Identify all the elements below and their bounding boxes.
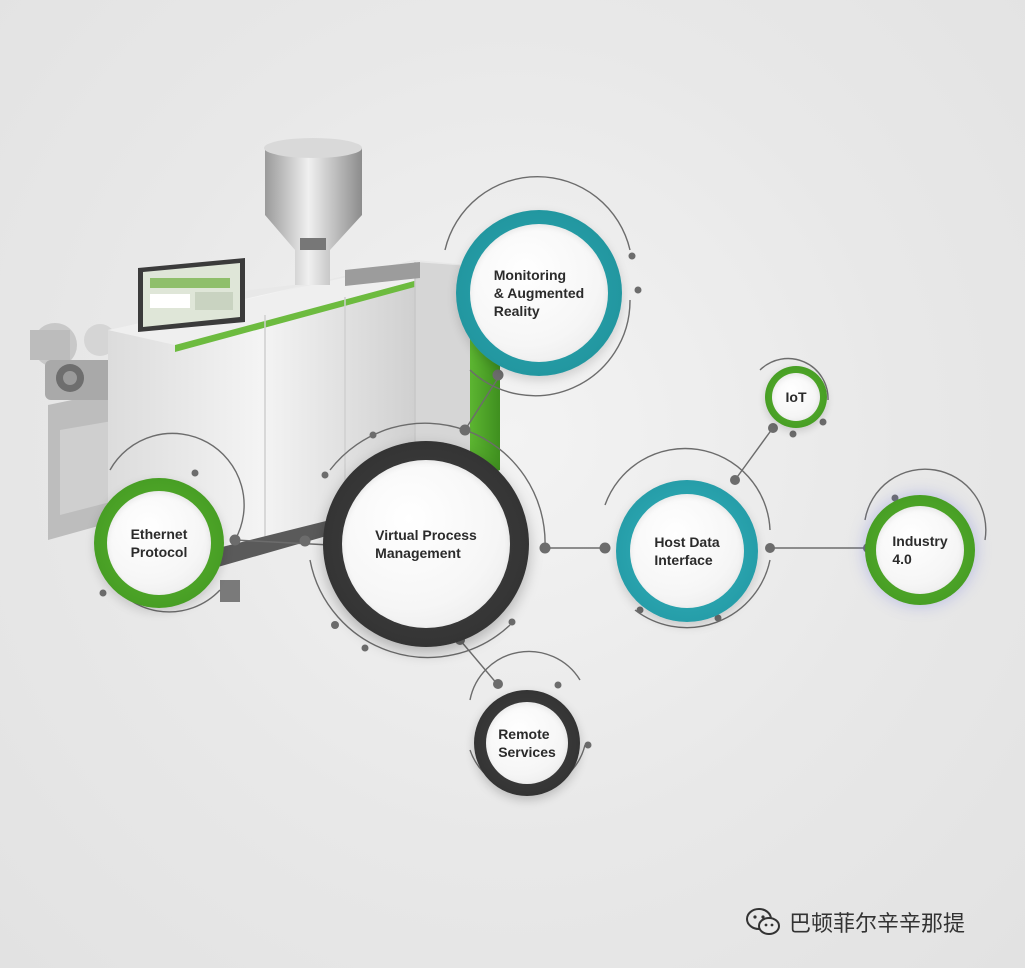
industry-label: Industry 4.0 <box>892 533 948 567</box>
link-host-iot <box>734 424 776 481</box>
iot-label: IoT <box>785 389 807 405</box>
host-data-label: Host Data Interface <box>654 534 720 568</box>
node-host-data: Host Data Interface <box>616 480 758 622</box>
watermark-text: 巴顿菲尔辛辛那提 <box>789 912 966 937</box>
node-remote-services: Remote Services <box>474 690 580 796</box>
link-ethernet-virtual <box>234 539 331 546</box>
node-industry: Industry 4.0 <box>865 495 975 605</box>
node-virtual-process: Virtual Process Management <box>323 441 529 647</box>
link-virtual-remote <box>459 639 499 686</box>
virtual-process-label: Virtual Process Management <box>375 527 477 561</box>
link-virtual-monitoring <box>464 374 501 431</box>
monitoring-label: Monitoring & Augmented Reality <box>493 267 585 319</box>
watermark: 巴顿菲尔辛辛那提 <box>745 906 965 938</box>
material-hopper <box>265 141 362 285</box>
node-ethernet: Ethernet Protocol <box>94 478 224 608</box>
node-monitoring: Monitoring & Augmented Reality <box>456 210 622 376</box>
ethernet-label: Ethernet Protocol <box>130 526 188 560</box>
remote-services-label: Remote Services <box>498 726 556 760</box>
node-iot: IoT <box>765 366 827 428</box>
wechat-icon <box>746 908 780 935</box>
orbit-arc <box>444 175 631 251</box>
